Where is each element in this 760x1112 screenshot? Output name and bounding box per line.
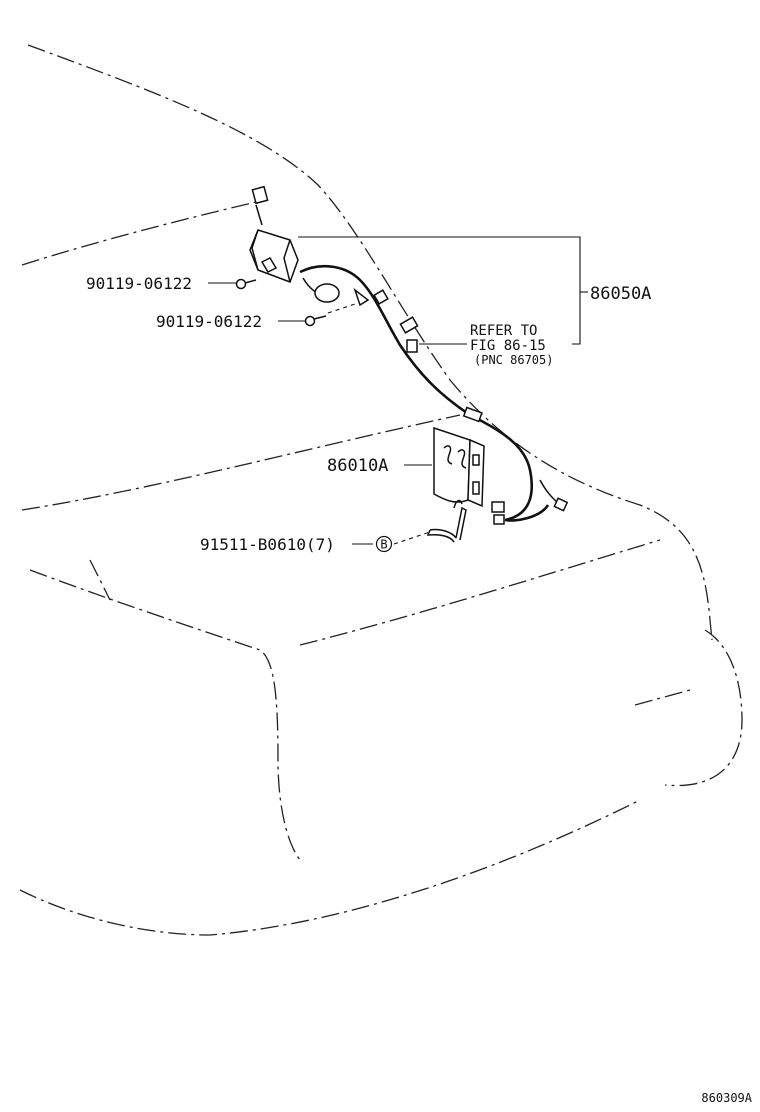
- receiver-bracket: [426, 506, 467, 543]
- bolt-upper-icon: [235, 278, 257, 290]
- vehicle-body-outline: [19, 44, 743, 936]
- leader-lines: [208, 236, 588, 545]
- callout-bolt-with-qty: 91511-B0610(7): [200, 535, 335, 554]
- callout-bolt-upper: 90119-06122: [86, 274, 192, 293]
- bolt-marker-letter: B: [380, 538, 387, 552]
- radio-receiver: [433, 426, 485, 509]
- antenna-feeder-cable: [299, 264, 569, 525]
- callout-antenna-amp-assy: 86050A: [590, 284, 651, 304]
- bolt-marker-circle: [375, 535, 393, 553]
- antenna-amplifier-assy: [249, 185, 299, 283]
- refer-line-3: (PNC 86705): [474, 353, 553, 367]
- refer-line-1: REFER TO: [470, 323, 537, 339]
- callout-bolt-lower: 90119-06122: [156, 312, 262, 331]
- figure-id: 860309A: [701, 1091, 752, 1105]
- callout-radio-receiver: 86010A: [327, 456, 388, 476]
- refer-line-2: FIG 86-15: [470, 338, 546, 354]
- bolt-lower-icon: [304, 315, 327, 327]
